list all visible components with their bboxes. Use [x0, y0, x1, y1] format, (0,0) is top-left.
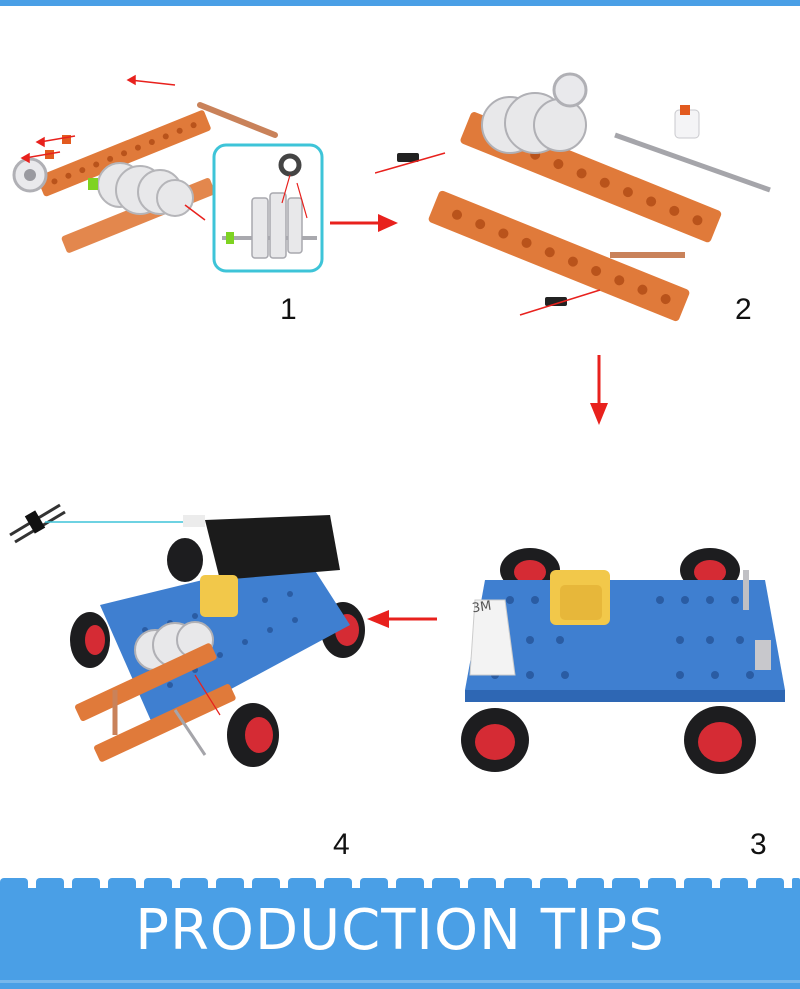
- step-1-number: 1: [280, 293, 297, 327]
- 3m-decal-label: 3M: [471, 599, 492, 617]
- step-3-number: 3: [750, 828, 767, 862]
- step-2-illustration: [375, 65, 795, 325]
- top-accent-bar: [0, 0, 800, 6]
- banner-title: PRODUCTION TIPS: [0, 898, 800, 963]
- step-3-illustration: [455, 540, 800, 780]
- step-2-number: 2: [735, 293, 752, 327]
- arrow-down-icon: [588, 355, 610, 432]
- arrow-left-icon: [365, 608, 437, 635]
- step-4-number: 4: [333, 828, 350, 862]
- step-4-illustration: [5, 490, 365, 775]
- step-1-detail-inset: [212, 143, 324, 273]
- production-tips-banner: PRODUCTION TIPS: [0, 878, 800, 989]
